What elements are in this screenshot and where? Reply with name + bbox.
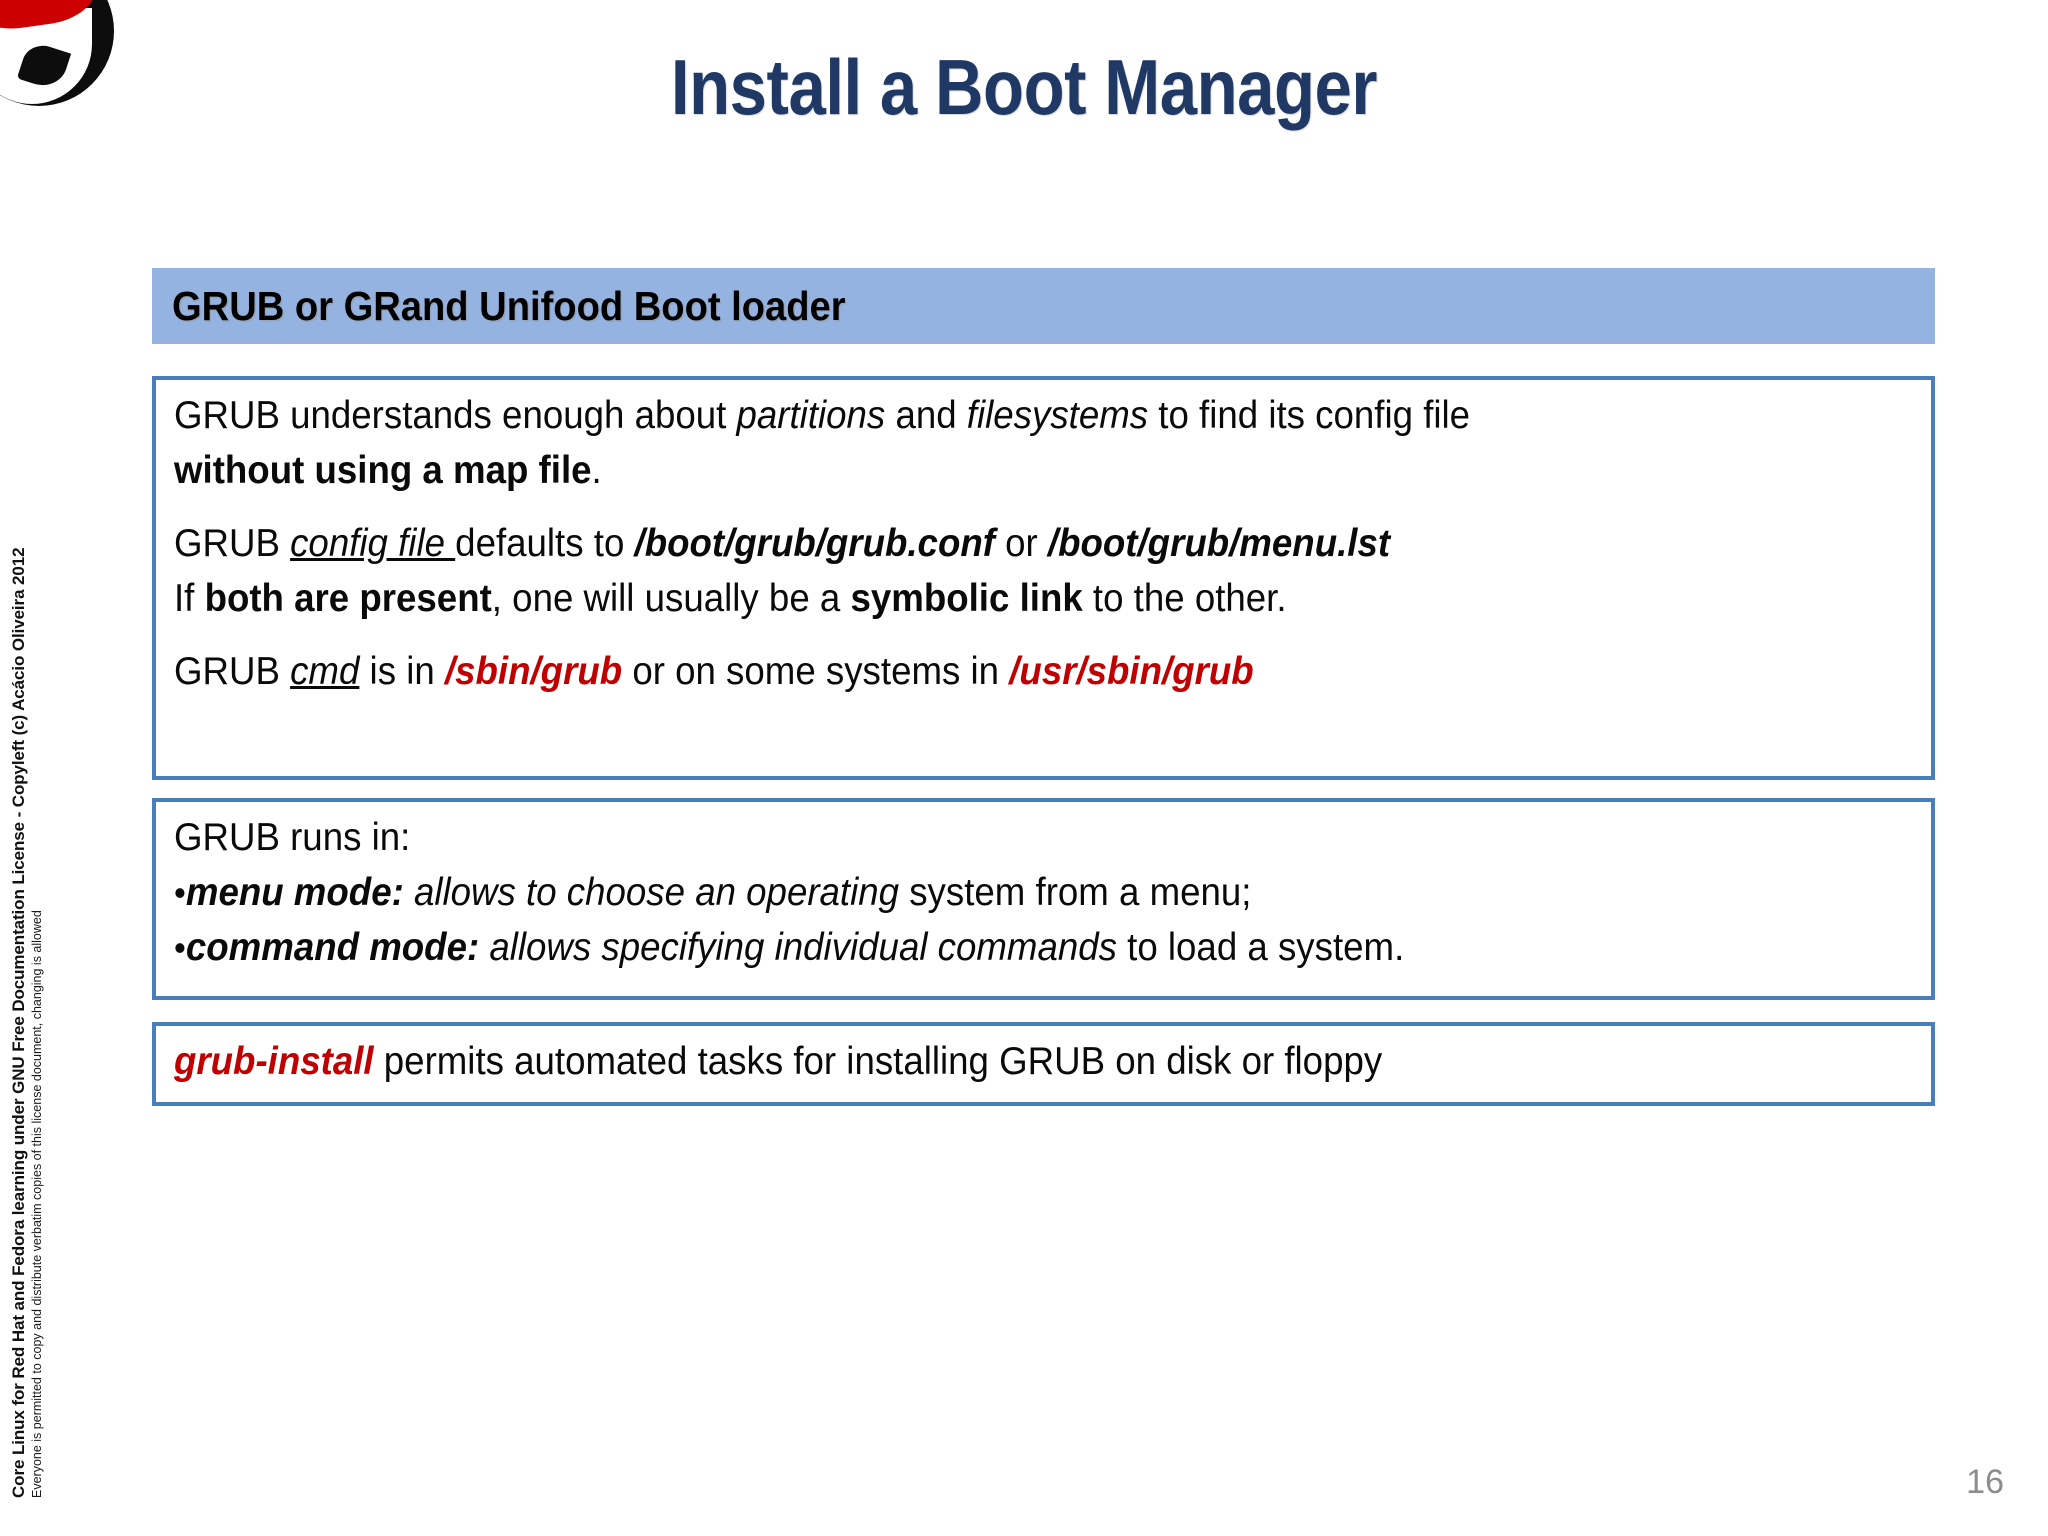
list-item-desc-italic: allows to choose an operating xyxy=(403,871,900,914)
bullet-marker: • xyxy=(174,872,186,913)
copyright-line-secondary: Everyone is permitted to copy and distri… xyxy=(30,910,44,1498)
list-item-term: command mode: xyxy=(185,926,480,969)
panel-grub-overview: GRUB understands enough about partitions… xyxy=(152,376,1935,780)
list-item: •command mode: allows specifying individ… xyxy=(174,928,1809,967)
list-item-term: menu mode: xyxy=(185,871,404,914)
text-fragment: to the other. xyxy=(1082,577,1287,620)
text-fragment: GRUB xyxy=(174,522,291,565)
panel3-line: grub-install permits automated tasks for… xyxy=(174,1042,1809,1081)
text-fragment: is in xyxy=(359,650,445,693)
panel-grub-install: grub-install permits automated tasks for… xyxy=(152,1022,1935,1106)
list-item: •menu mode: allows to choose an operatin… xyxy=(174,873,1809,912)
text-fragment: to find its config file xyxy=(1148,394,1471,437)
path-boot-grub-conf: /boot/grub/grub.conf xyxy=(634,522,995,565)
list-item-desc: to load a system. xyxy=(1116,926,1405,969)
text-fragment-bold: without using a map file xyxy=(174,449,592,492)
panel1-line-5: GRUB cmd is in /sbin/grub or on some sys… xyxy=(174,652,1809,691)
panel1-line-3: GRUB config file defaults to /boot/grub/… xyxy=(174,524,1809,563)
panel1-line-4: If both are present, one will usually be… xyxy=(174,579,1809,618)
text-fragment-italic: partitions xyxy=(736,394,886,437)
list-item-desc-italic: allows specifying individual commands xyxy=(479,926,1117,969)
text-fragment: or on some systems in xyxy=(622,650,1010,693)
text-fragment: If xyxy=(174,577,205,620)
logo-chin xyxy=(16,34,42,48)
text-fragment-bold: both are present xyxy=(204,577,492,620)
bullet-marker: • xyxy=(174,927,186,968)
text-fragment: , one will usually be a xyxy=(491,577,851,620)
red-hat-shadowman-logo xyxy=(0,0,114,106)
page-title: Install a Boot Manager xyxy=(670,43,1378,131)
text-fragment: permits automated tasks for installing G… xyxy=(373,1040,1383,1083)
text-fragment: defaults to xyxy=(455,522,635,565)
text-fragment: GRUB understands enough about xyxy=(174,394,737,437)
text-fragment-italic-underline: config file xyxy=(290,522,456,565)
section-banner: GRUB or GRand Unifood Boot loader xyxy=(152,268,1935,344)
text-fragment-italic: filesystems xyxy=(966,394,1149,437)
path-sbin-grub: /sbin/grub xyxy=(444,650,623,693)
panel-grub-modes: GRUB runs in: •menu mode: allows to choo… xyxy=(152,798,1935,1000)
panel2-intro: GRUB runs in: xyxy=(174,816,411,859)
panel1-line-2: without using a map file. xyxy=(174,451,1809,490)
section-banner-label: GRUB or GRand Unifood Boot loader xyxy=(172,282,846,329)
path-usr-sbin-grub: /usr/sbin/grub xyxy=(1009,650,1254,693)
text-fragment: GRUB xyxy=(174,650,291,693)
text-fragment: . xyxy=(591,449,602,492)
text-fragment-italic-underline: cmd xyxy=(290,650,360,693)
page-number: 16 xyxy=(1966,1463,2004,1501)
text-fragment: or xyxy=(994,522,1048,565)
copyright-line-primary: Core Linux for Red Hat and Fedora learni… xyxy=(9,547,28,1498)
text-fragment: and xyxy=(885,394,967,437)
list-item-desc: system from a menu; xyxy=(899,871,1252,914)
command-grub-install: grub-install xyxy=(174,1040,374,1083)
copyright-sidebar: Core Linux for Red Hat and Fedora learni… xyxy=(0,0,62,1536)
path-boot-grub-menu-lst: /boot/grub/menu.lst xyxy=(1047,522,1391,565)
panel1-line-1: GRUB understands enough about partitions… xyxy=(174,396,1809,435)
text-fragment-bold: symbolic link xyxy=(850,577,1083,620)
